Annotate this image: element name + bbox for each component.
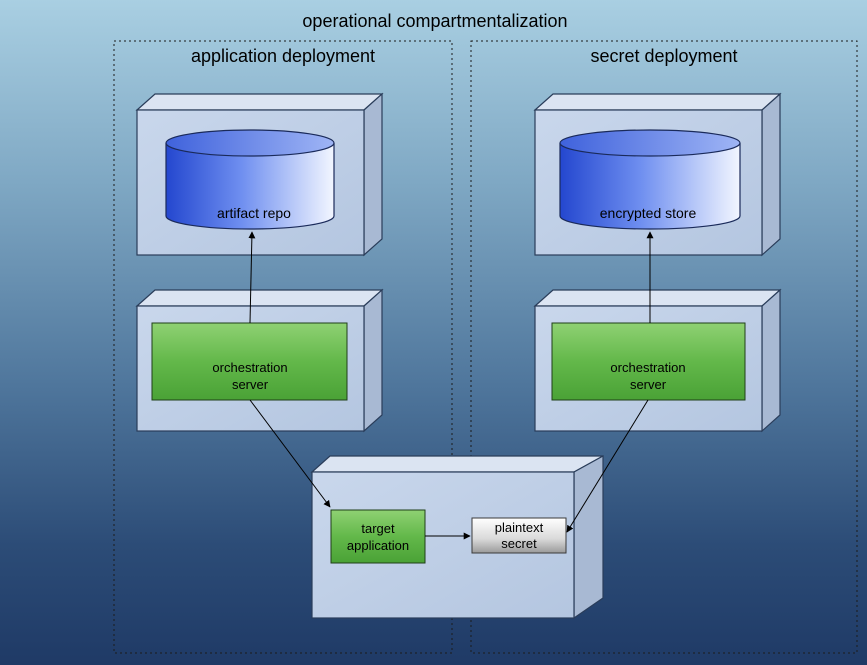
encrypted-store-cylinder (559, 129, 741, 230)
target-application-label-line2: application (347, 538, 409, 553)
app-orchestration-label-line2: server (232, 377, 269, 392)
arrow-secret-orchestration-to-plaintext (566, 399, 649, 533)
plaintext-secret-label-line2: secret (501, 536, 537, 551)
diagram-title: operational compartmentalization (302, 11, 567, 31)
app-orchestration-server (151, 322, 348, 401)
artifact-repo-cylinder (165, 129, 335, 230)
target-application (330, 509, 426, 564)
compartment-label-application: application deployment (191, 46, 375, 66)
plaintext-secret-label-line1: plaintext (495, 520, 544, 535)
plaintext-secret (471, 517, 567, 554)
secret-orchestration-label-line2: server (630, 377, 667, 392)
secret-orchestration-label-line1: orchestration (610, 360, 685, 375)
encrypted-store-label: encrypted store (600, 205, 697, 221)
arrow-orchestration-to-artifact-repo (248, 231, 256, 324)
target-application-label-line1: target (361, 521, 395, 536)
secret-orchestration-server (551, 322, 746, 401)
app-orchestration-label-line1: orchestration (212, 360, 287, 375)
compartment-secret-deployment (470, 40, 858, 654)
compartment-label-secret: secret deployment (590, 46, 737, 66)
artifact-repo-label: artifact repo (217, 205, 291, 221)
arrow-app-orchestration-to-target (249, 399, 331, 508)
